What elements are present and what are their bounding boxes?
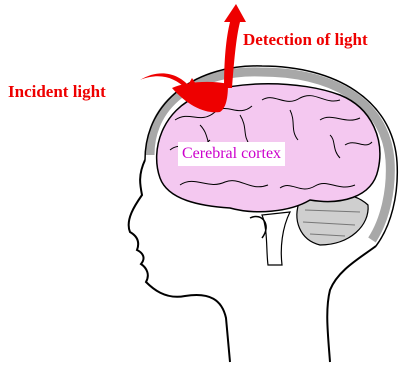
detection-of-light-label: Detection of light — [243, 30, 368, 50]
ear — [250, 216, 266, 238]
back-of-neck — [327, 246, 376, 362]
brainstem — [262, 212, 290, 265]
incident-light-label: Incident light — [8, 82, 106, 102]
cerebral-cortex-label: Cerebral cortex — [178, 142, 285, 166]
